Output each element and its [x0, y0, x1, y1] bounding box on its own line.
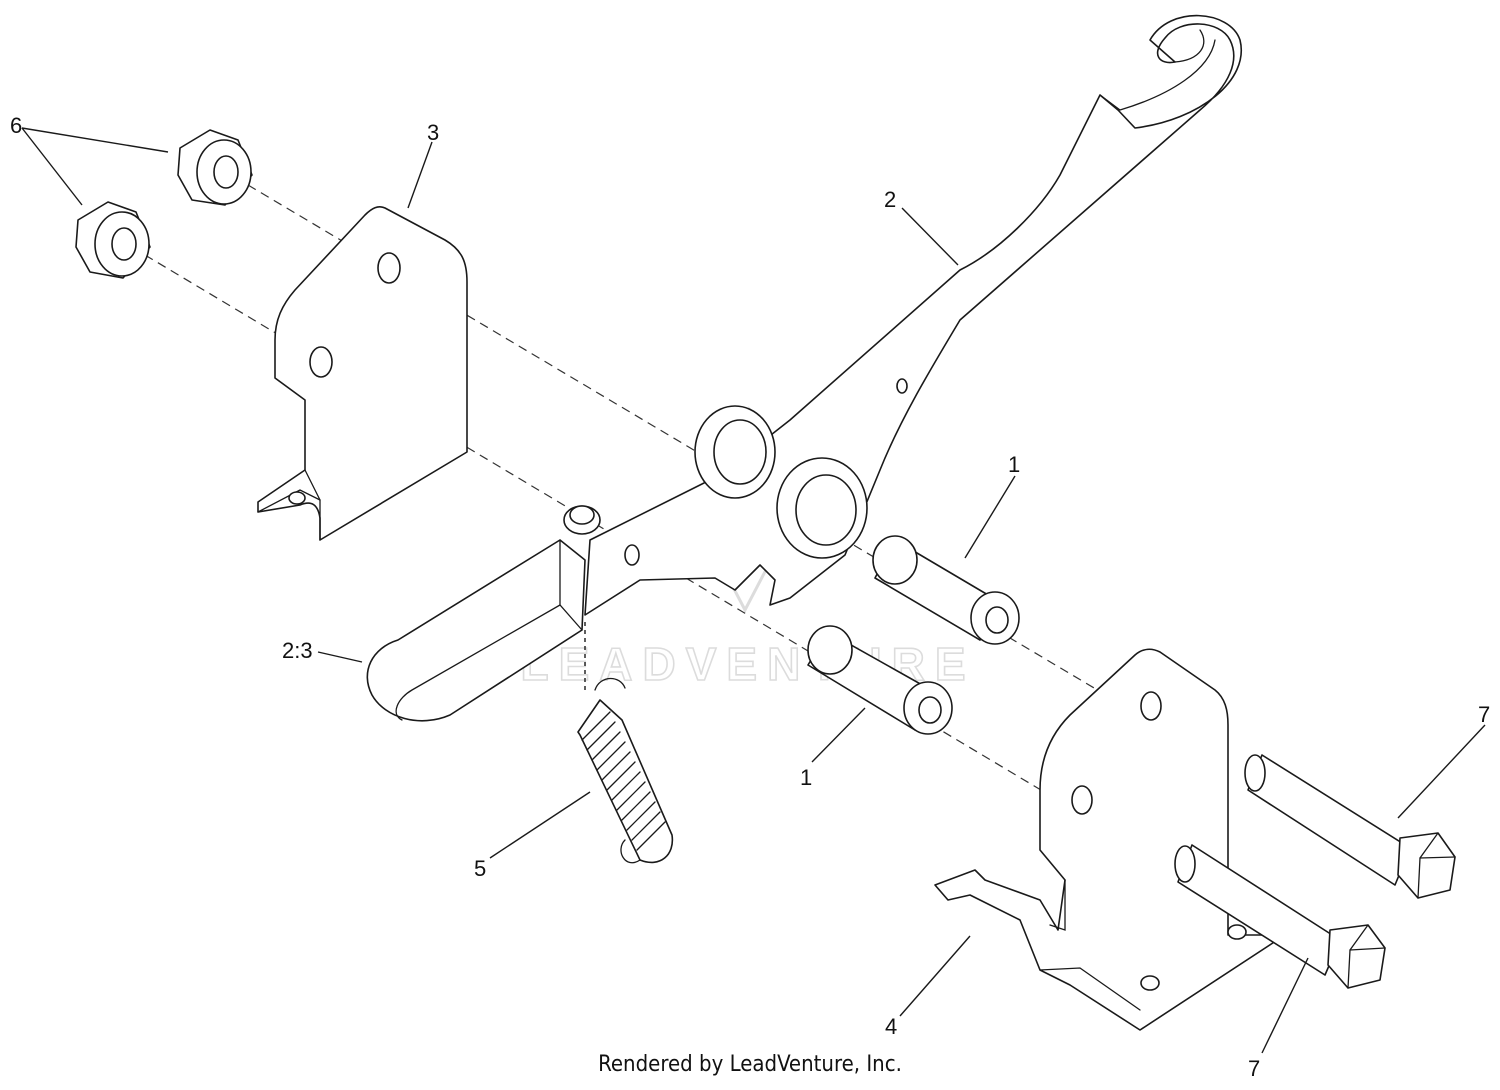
callout-1-upper: 1: [1008, 452, 1020, 477]
callout-5: 5: [474, 856, 486, 881]
handle-grip: [366, 539, 586, 722]
callout-7-lower: 7: [1248, 1056, 1260, 1081]
spacer-tube-upper: [872, 535, 1020, 645]
callout-7-upper: 7: [1478, 702, 1490, 727]
left-bracket: [257, 206, 468, 541]
right-bracket: [934, 648, 1286, 1031]
flange-nut-lower: [75, 201, 151, 279]
render-credit: Rendered by LeadVenture, Inc.: [598, 1052, 902, 1077]
hex-bolt-lower: [1174, 844, 1386, 989]
spring-anchor-stud: [563, 505, 601, 535]
callout-3: 3: [427, 120, 439, 145]
extension-spring: [577, 622, 674, 864]
pivot-bushing: [694, 405, 776, 499]
callout-labels: 6 3 2 1 2:3 1 7 5 4 7: [10, 113, 1490, 1081]
flange-nut-upper: [177, 129, 253, 206]
callout-2: 2: [884, 187, 896, 212]
hex-bolt-upper: [1244, 754, 1456, 899]
callout-4: 4: [885, 1014, 897, 1039]
lever-arm: [584, 14, 1243, 616]
flange-nuts: [75, 129, 253, 279]
spacer-tube-lower: [807, 625, 953, 735]
spring-coils: [581, 711, 666, 851]
callout-1-lower: 1: [800, 765, 812, 790]
callout-2-3: 2:3: [282, 638, 313, 663]
callout-6: 6: [10, 113, 22, 138]
arm-bushing: [776, 457, 868, 559]
leader-lines: [21, 127, 1486, 1054]
